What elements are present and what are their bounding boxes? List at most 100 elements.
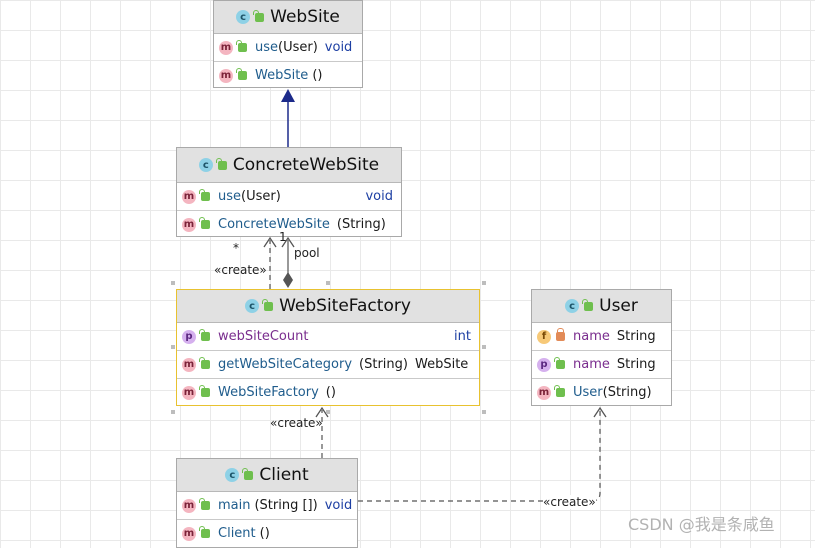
class-name: WebSiteFactory — [279, 296, 411, 316]
constructor-row[interactable]: m WebSiteFactory () — [177, 379, 479, 406]
method-row[interactable]: m use (User) void — [214, 34, 362, 62]
selection-handle[interactable] — [482, 345, 486, 349]
create-concrete-label: «create» — [214, 263, 267, 277]
public-visibility-icon — [199, 189, 210, 201]
class-icon: c — [245, 299, 260, 313]
public-visibility-icon — [554, 385, 565, 397]
public-visibility-icon — [582, 298, 594, 311]
member-name: ConcreteWebSite — [218, 217, 330, 232]
class-website-factory[interactable]: c WebSiteFactory p webSiteCount int m ge… — [176, 289, 480, 406]
create-factory-arrowhead — [315, 406, 329, 418]
class-name: WebSite — [270, 7, 340, 27]
constructor-row[interactable]: m User (String) — [532, 379, 671, 406]
class-name: ConcreteWebSite — [232, 155, 380, 175]
create-concrete-arrowhead — [263, 236, 277, 248]
member-type: WebSite — [414, 357, 469, 372]
field-icon: f — [537, 329, 551, 344]
selection-handle[interactable] — [482, 281, 486, 285]
class-icon: c — [565, 299, 580, 313]
watermark-text: CSDN @我是条咸鱼 — [628, 515, 775, 534]
selection-handle[interactable] — [171, 410, 175, 414]
public-visibility-icon — [199, 329, 210, 341]
public-visibility-icon — [199, 217, 210, 229]
member-type: void — [324, 40, 353, 55]
class-name: User — [599, 296, 638, 316]
public-visibility-icon — [253, 9, 265, 22]
multiplicity-many-label: * — [233, 241, 239, 255]
class-header[interactable]: c User — [532, 290, 671, 323]
method-row[interactable]: m getWebSiteCategory (String) WebSite — [177, 351, 479, 379]
pool-label: pool — [294, 246, 320, 260]
selection-handle[interactable] — [326, 410, 330, 414]
multiplicity-one-label: 1 — [279, 230, 287, 244]
selection-handle[interactable] — [171, 345, 175, 349]
member-params: () — [259, 526, 270, 541]
runnable-class-icon: c — [225, 468, 240, 482]
class-name: Client — [259, 465, 309, 485]
member-name: name — [573, 357, 610, 372]
private-lock-icon — [556, 328, 565, 341]
class-header[interactable]: c ConcreteWebSite — [177, 148, 401, 183]
public-visibility-icon — [554, 357, 565, 369]
property-icon: p — [537, 357, 551, 372]
class-client[interactable]: c Client m main (String []) void m Clien… — [176, 458, 358, 548]
selection-handle[interactable] — [171, 281, 175, 285]
create-user-arrowhead — [593, 406, 607, 418]
constructor-row[interactable]: m ConcreteWebSite (String) — [177, 211, 401, 238]
member-name: main — [218, 498, 251, 513]
public-visibility-icon — [199, 357, 210, 369]
member-name: WebSite — [255, 68, 309, 83]
member-name: name — [573, 329, 610, 344]
class-header[interactable]: c WebSite — [214, 1, 362, 34]
class-header[interactable]: c WebSiteFactory — [177, 290, 479, 323]
public-visibility-icon — [242, 467, 254, 480]
member-name: webSiteCount — [218, 329, 309, 344]
class-website[interactable]: c WebSite m use (User) void m WebSite () — [213, 0, 363, 88]
pool-diamond — [283, 272, 293, 288]
member-type: String — [616, 329, 656, 344]
member-name: use — [218, 189, 242, 204]
public-visibility-icon — [236, 40, 247, 52]
method-icon: m — [182, 357, 196, 372]
member-params: (String) — [336, 217, 386, 232]
member-name: WebSiteFactory — [218, 385, 319, 400]
public-visibility-icon — [215, 157, 227, 170]
public-visibility-icon — [262, 298, 274, 311]
field-row[interactable]: f name String — [532, 323, 671, 351]
pool-open-arrowhead — [281, 236, 295, 248]
method-row[interactable]: m use (User) void — [177, 183, 401, 211]
public-visibility-icon — [236, 68, 247, 80]
method-icon: m — [182, 189, 196, 204]
method-icon: m — [182, 526, 196, 541]
create-user-line — [358, 410, 601, 502]
class-icon: c — [198, 158, 213, 172]
property-row[interactable]: p name String — [532, 351, 671, 379]
class-header[interactable]: c Client — [177, 459, 357, 492]
member-params: (String) — [359, 357, 408, 372]
public-visibility-icon — [199, 498, 210, 510]
method-icon: m — [537, 385, 551, 400]
selection-handle[interactable] — [482, 410, 486, 414]
property-row[interactable]: p webSiteCount int — [177, 323, 479, 351]
constructor-row[interactable]: m Client () — [177, 520, 357, 547]
member-name: use — [255, 40, 279, 55]
selection-handle[interactable] — [326, 281, 330, 285]
method-icon: m — [219, 40, 233, 55]
inheritance-arrowhead — [281, 89, 295, 102]
member-params: () — [312, 68, 323, 83]
class-concrete-website[interactable]: c ConcreteWebSite m use (User) void m Co… — [176, 147, 402, 237]
member-params: (User) — [278, 40, 318, 55]
public-visibility-icon — [199, 526, 210, 538]
member-params: (String) — [602, 385, 652, 400]
method-row[interactable]: m main (String []) void — [177, 492, 357, 520]
class-user[interactable]: c User f name String p name String m Use… — [531, 289, 672, 406]
member-params: () — [325, 385, 336, 400]
member-name: getWebSiteCategory — [218, 357, 353, 372]
constructor-row[interactable]: m WebSite () — [214, 62, 362, 89]
abstract-class-icon: c — [236, 10, 251, 24]
create-user-label: «create» — [543, 495, 596, 509]
method-icon: m — [182, 498, 196, 513]
method-icon: m — [182, 385, 196, 400]
member-type: int — [454, 329, 471, 344]
